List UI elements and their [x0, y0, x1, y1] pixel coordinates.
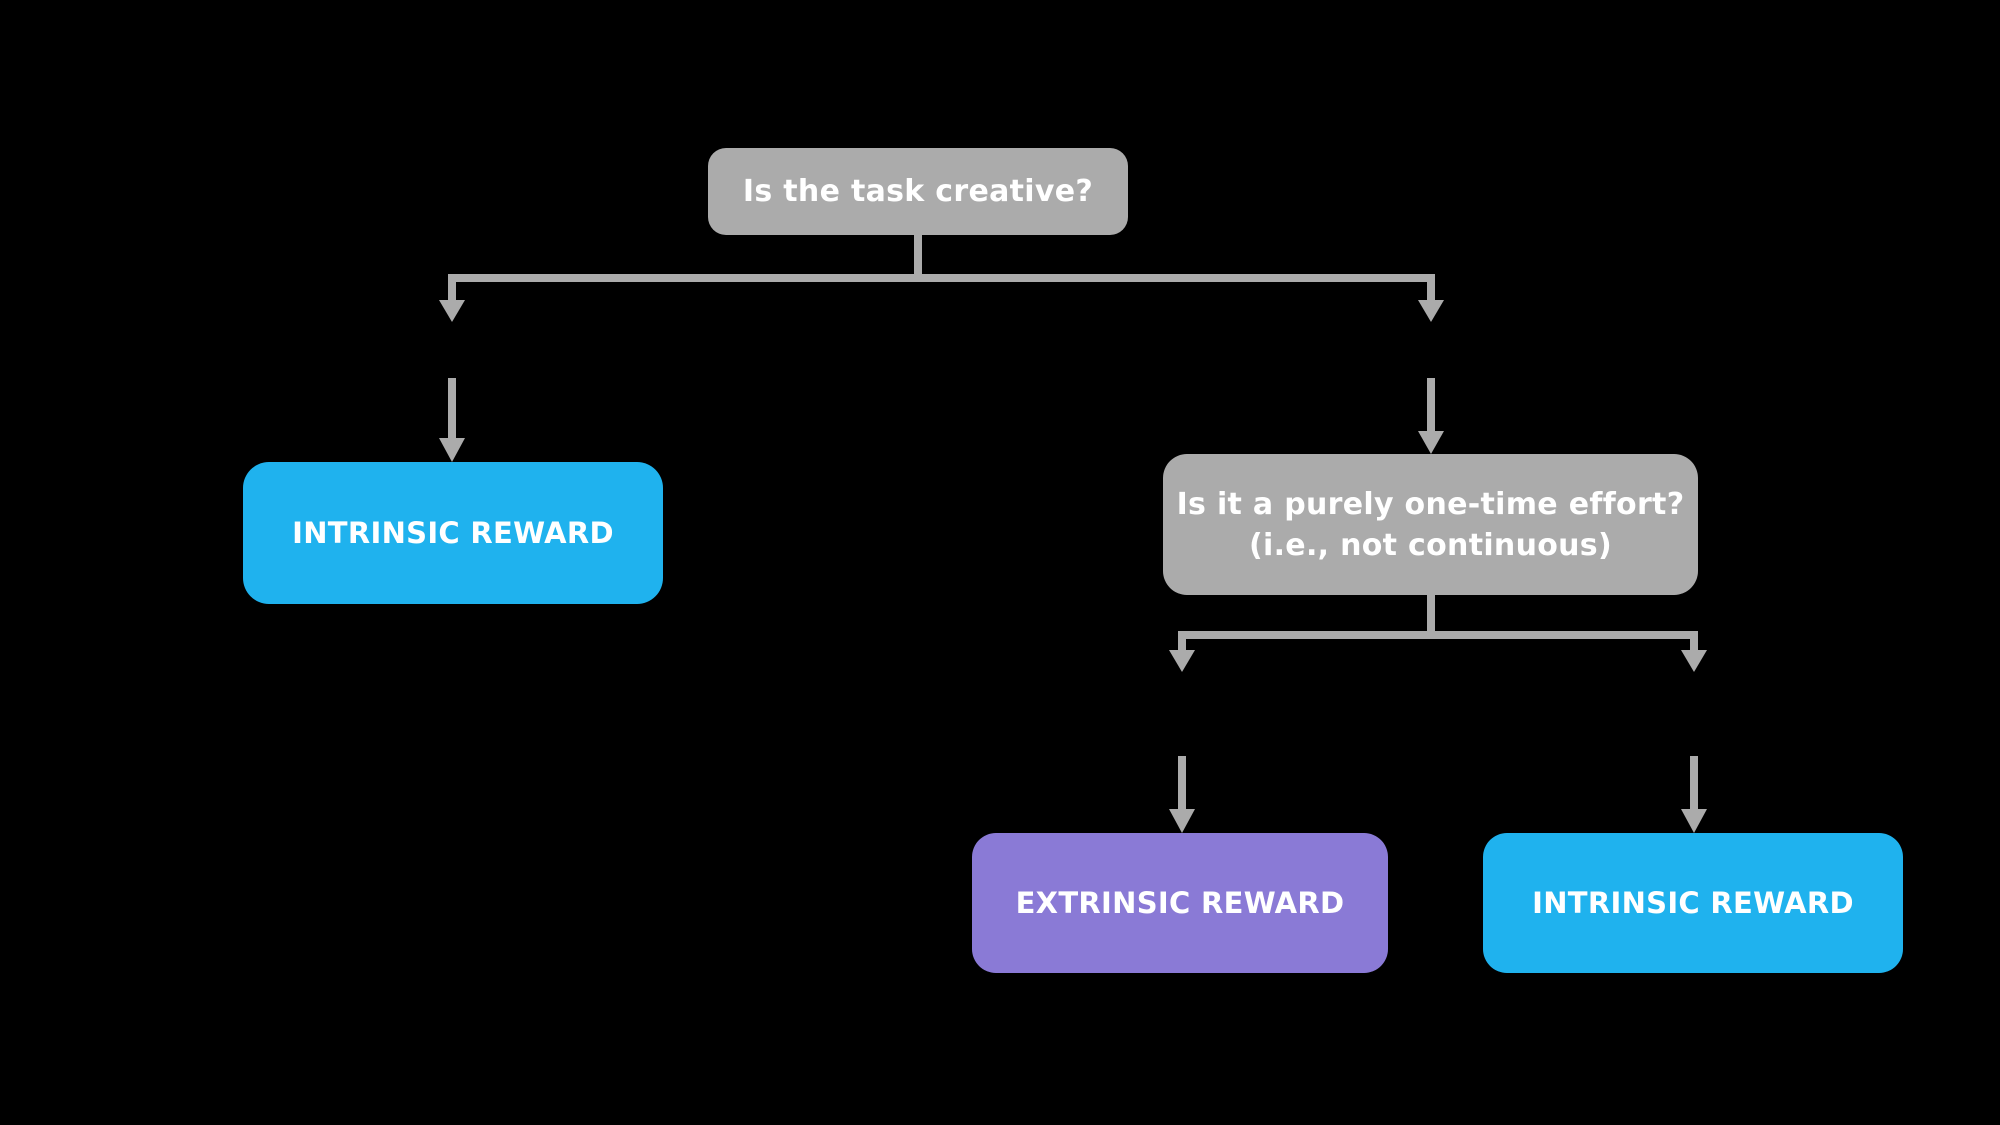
node-label-line1: Is it a purely one-time effort? [1176, 486, 1685, 522]
result-node-extrinsic-reward: EXTRINSIC REWARD [972, 833, 1388, 973]
result-node-intrinsic-reward-left: INTRINSIC REWARD [243, 462, 663, 604]
arrowhead-split2-right [1681, 650, 1707, 672]
node-label: INTRINSIC REWARD [292, 516, 614, 550]
node-label: Is the task creative? [742, 174, 1094, 209]
node-label: INTRINSIC REWARD [1532, 886, 1854, 920]
node-label: EXTRINSIC REWARD [1015, 886, 1345, 920]
connector-split-2 [1178, 631, 1698, 652]
node-label-line2: (i.e., not continuous) [1249, 527, 1612, 563]
arrowhead-split1-right [1418, 300, 1444, 322]
decision-node-is-task-creative: Is the task creative? [708, 148, 1128, 235]
arrowhead-to-extrinsic [1169, 809, 1195, 833]
result-node-intrinsic-reward-right: INTRINSIC REWARD [1483, 833, 1903, 973]
arrowhead-to-intrinsic-right [1681, 809, 1707, 833]
arrowhead-split1-left [439, 300, 465, 322]
decision-node-one-time-effort: Is it a purely one-time effort? (i.e., n… [1163, 454, 1698, 595]
arrowhead-to-intrinsic-left [439, 438, 465, 462]
arrowhead-split2-left [1169, 650, 1195, 672]
arrowhead-to-one-time-question [1418, 431, 1444, 454]
connector-split-1 [448, 274, 1435, 302]
